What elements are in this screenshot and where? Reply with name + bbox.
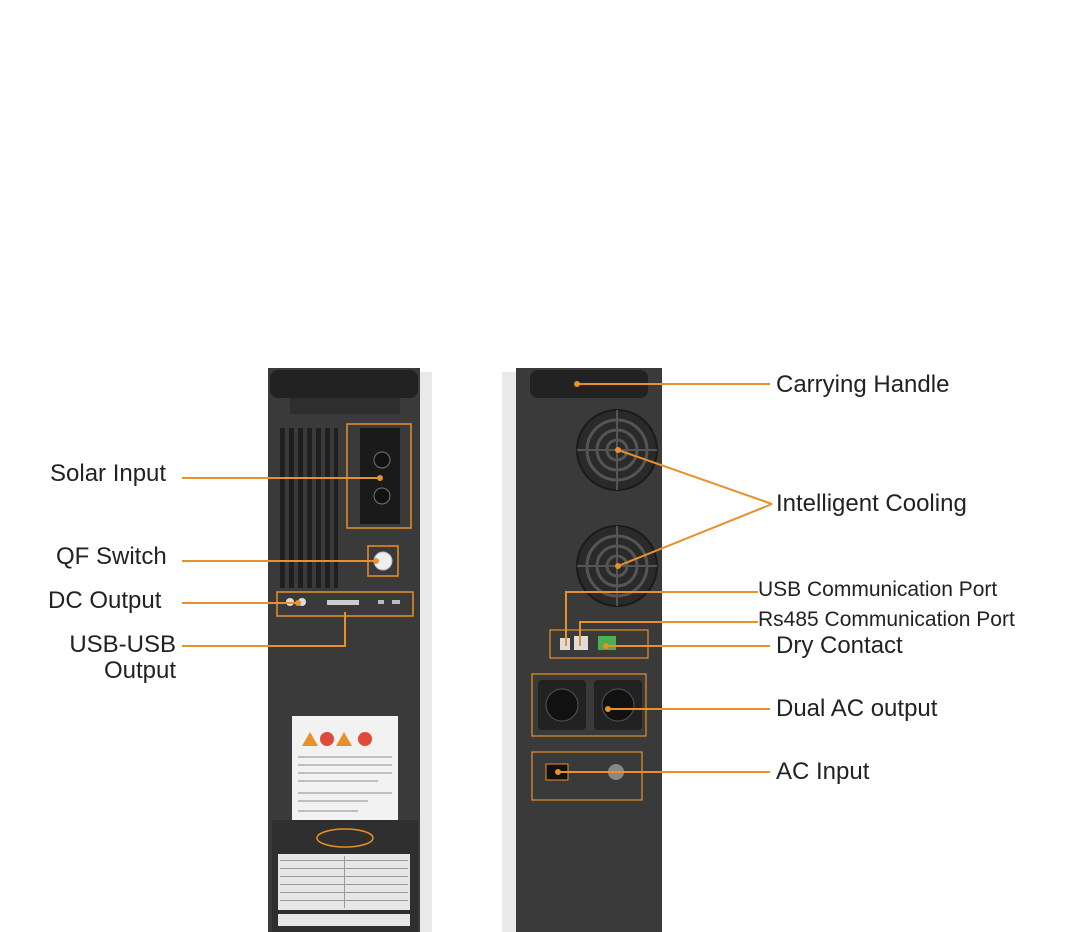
solar-connector-positive [373,451,391,469]
warning-label-sheet [292,716,398,820]
front-unit [268,368,432,932]
leader-lines [182,383,773,773]
solar-connector-negative [373,487,391,505]
front-handle [270,370,418,398]
label-usb-usb-output-line2: Output [103,657,176,684]
ac-input-area [531,751,643,801]
label-carrying-handle: Carrying Handle [776,371,950,398]
label-usb-usb-output-line1: USB-USB [69,631,176,658]
ac-output-area [531,673,647,737]
label-usb-communication-port: USB Communication Port [758,578,998,601]
label-usb-usb-output: USB-USB Output [40,632,176,684]
back-unit [502,368,662,932]
label-solar-input: Solar Input [50,460,167,487]
label-rs485-communication-port: Rs485 Communication Port [758,608,1015,631]
comm-port-area [549,629,649,659]
label-intelligent-cooling: Intelligent Cooling [776,490,967,517]
label-qf-switch: QF Switch [56,543,167,570]
label-dry-contact: Dry Contact [776,632,903,659]
label-dual-ac-output: Dual AC output [776,695,938,722]
label-ac-input: AC Input [776,758,870,785]
solar-input-box [346,423,412,529]
label-dc-output: DC Output [48,587,162,614]
brand-logo [316,828,374,848]
front-vent-grille [280,428,338,588]
